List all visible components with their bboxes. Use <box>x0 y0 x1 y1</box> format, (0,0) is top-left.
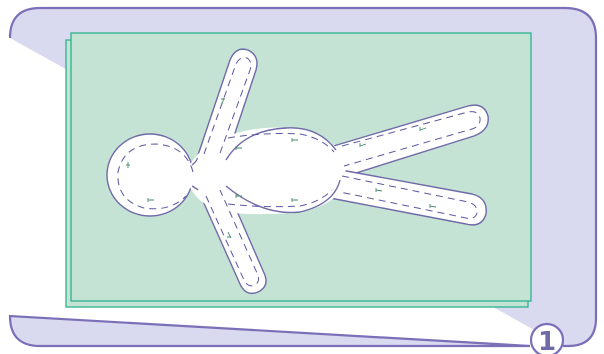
step-badge-circle <box>529 322 565 354</box>
step-badge-number: 1 <box>538 327 556 354</box>
stitch-arm-upper <box>203 57 252 157</box>
step-badge: 1 <box>529 322 565 354</box>
stitch-lines <box>117 57 481 287</box>
stitch-leg-upper <box>341 111 481 167</box>
doll-head <box>106 133 194 217</box>
doll-arm-lower <box>197 185 267 295</box>
stitch-leg-lower <box>339 175 478 219</box>
doll-pattern-piece <box>106 48 489 295</box>
doll-arm-upper <box>196 48 258 161</box>
stitch-torso-bottom <box>227 189 333 208</box>
doll-leg-upper <box>319 104 489 179</box>
doll-leg-lower <box>329 167 487 226</box>
stitch-torso-top <box>227 133 335 153</box>
doll-torso <box>187 127 346 215</box>
stitch-head <box>117 143 194 210</box>
stitch-arrows <box>126 97 437 239</box>
